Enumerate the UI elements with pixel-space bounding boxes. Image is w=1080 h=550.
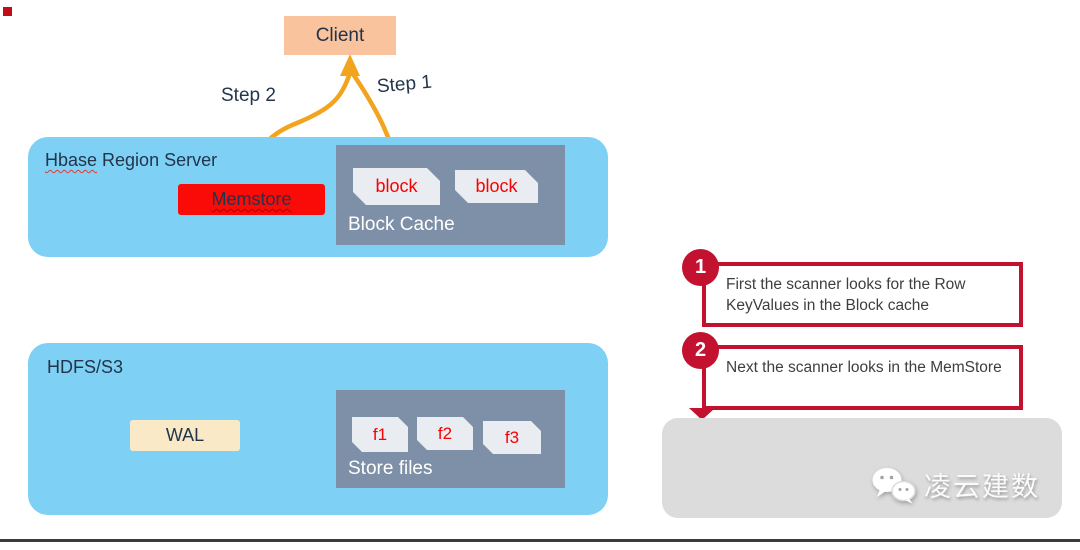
block-chip-1: block — [353, 168, 440, 205]
annotation-2-box: Next the scanner looks in the MemStore — [702, 345, 1023, 410]
block-chip-1-label: block — [375, 176, 418, 196]
file-chip-f1-label: f1 — [372, 424, 388, 444]
block-cache-label: Block Cache — [348, 214, 455, 235]
wechat-icon — [872, 467, 916, 503]
wal-label: WAL — [165, 425, 205, 445]
watermark-text: 凌云建数 — [924, 472, 1040, 502]
arrowhead-up — [340, 54, 360, 76]
step2-label: Step 2 — [221, 85, 276, 106]
block-chip-2: block — [455, 170, 538, 203]
red-corner-mark — [3, 7, 12, 16]
memstore-label: Memstore — [211, 189, 292, 209]
annotation-2-text: Next the scanner looks in the MemStore — [726, 359, 1002, 376]
annotation-1-badge: 1 — [682, 249, 719, 286]
watermark-box: 凌云建数 — [662, 418, 1062, 518]
hbase-region-server-panel: Hbase Region Server Memstore block block… — [28, 137, 608, 257]
block-cache-box: block block Block Cache — [336, 145, 565, 245]
step1-label: Step 1 — [376, 71, 433, 98]
annotation-3-hidden-tip — [689, 408, 715, 420]
annotation-1-box: First the scanner looks for the Row KeyV… — [702, 262, 1023, 327]
file-chip-f3-label: f3 — [504, 427, 520, 447]
file-chip-f1: f1 — [352, 417, 408, 452]
client-node: Client — [284, 16, 396, 55]
file-chip-f3: f3 — [483, 421, 541, 454]
region-server-title: Hbase Region Server — [45, 150, 217, 171]
store-files-box: f1 f2 f3 Store files — [336, 390, 565, 488]
wal-node: WAL — [130, 420, 240, 451]
client-label: Client — [315, 24, 365, 46]
block-chip-2-label: block — [475, 176, 518, 196]
memstore-node: Memstore — [178, 184, 325, 215]
watermark-row: 凌云建数 — [871, 465, 1040, 504]
region-server-title-word: Hbase — [45, 150, 98, 170]
store-files-label: Store files — [348, 458, 433, 479]
annotation-1-text: First the scanner looks for the Row KeyV… — [726, 276, 966, 314]
hdfs-s3-panel: HDFS/S3 WAL f1 f2 f3 Store files — [28, 343, 608, 515]
annotation-2-badge: 2 — [682, 332, 719, 369]
file-chip-f2: f2 — [417, 417, 473, 450]
bottom-divider-line — [0, 539, 1080, 542]
file-chip-f2-label: f2 — [437, 423, 453, 443]
hdfs-title: HDFS/S3 — [47, 357, 124, 377]
region-server-title-rest: Region Server — [97, 150, 218, 170]
